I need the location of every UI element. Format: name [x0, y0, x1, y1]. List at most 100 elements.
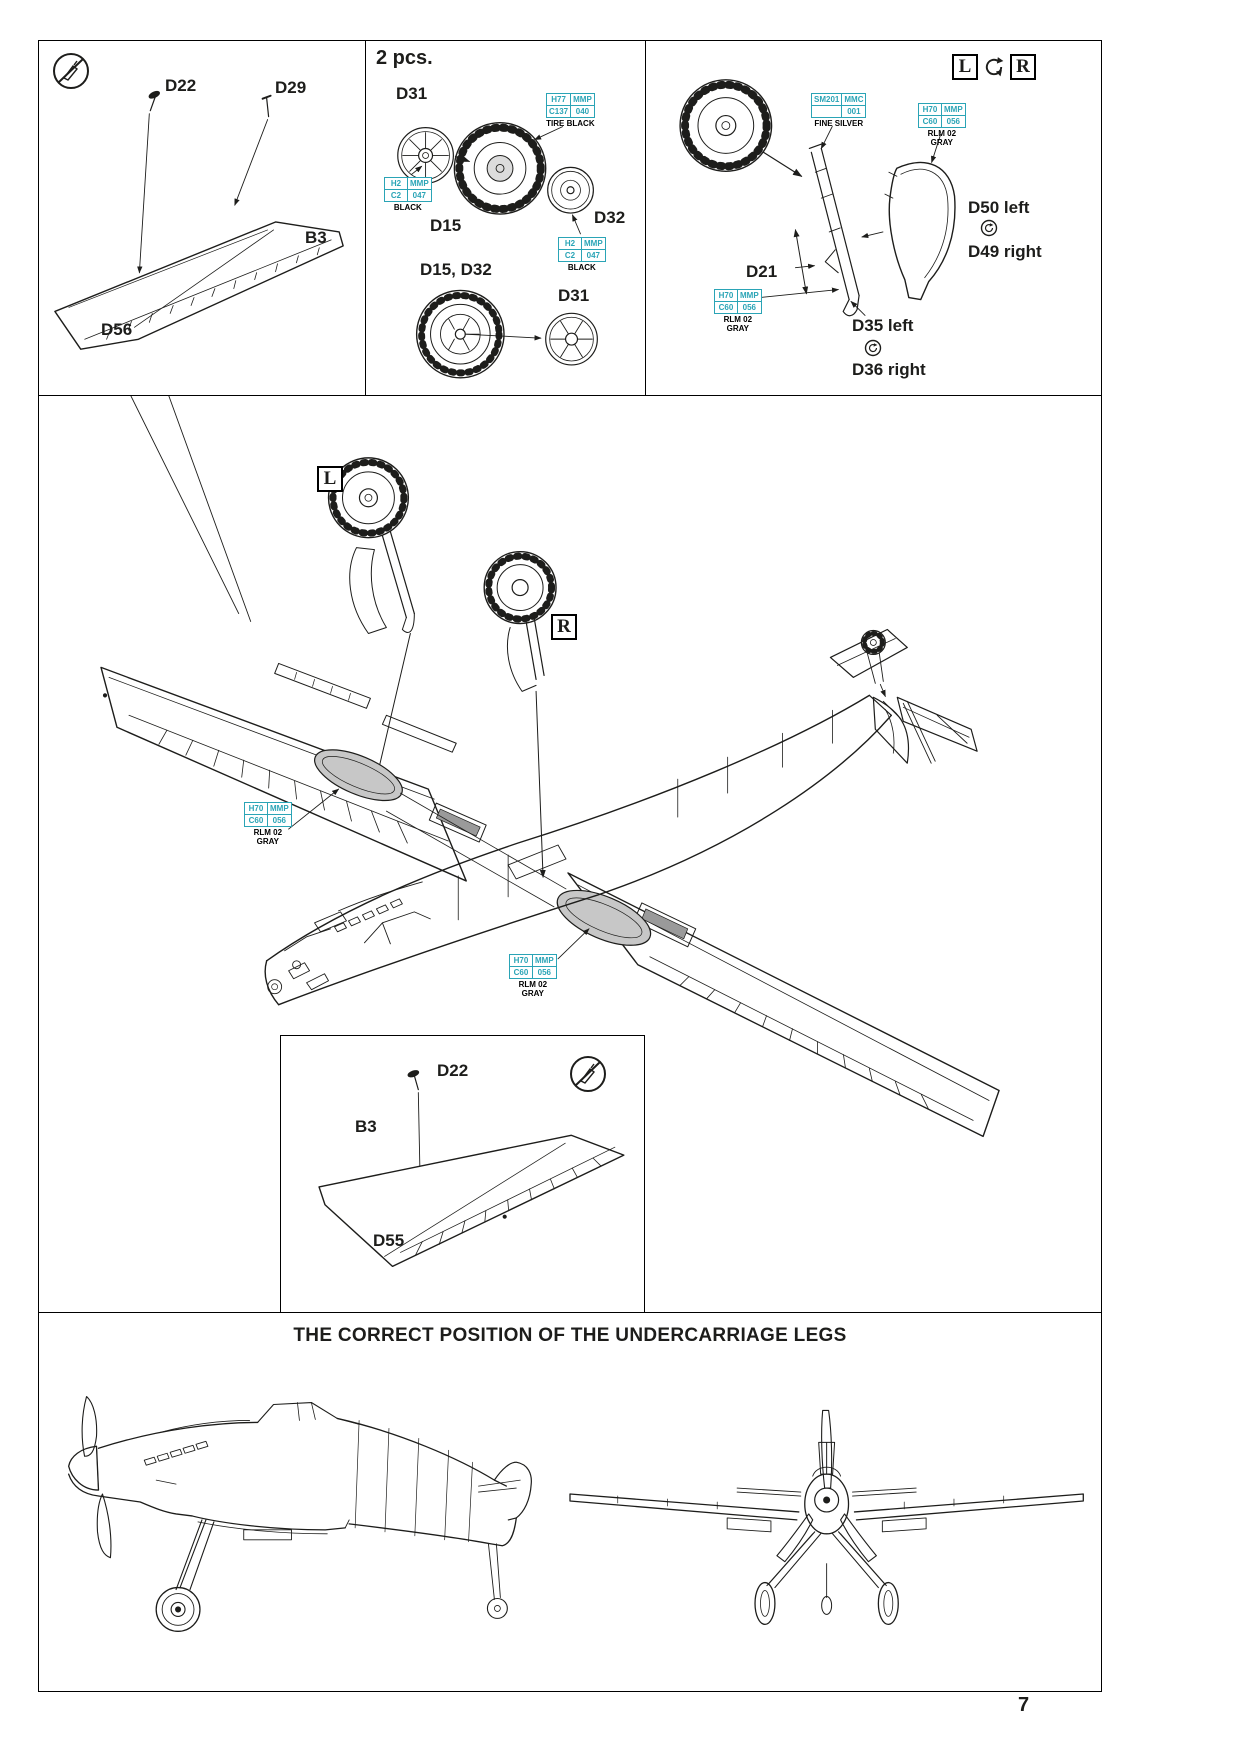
paint-code: H2 — [559, 238, 581, 249]
undercarriage-position-drawing — [68, 1396, 1084, 1632]
page-number: 7 — [1018, 1694, 1030, 1716]
rotate-icon — [980, 219, 998, 237]
paint-code: MMP — [408, 178, 431, 189]
paint-code: MMP — [738, 290, 761, 301]
part-label-d31: D31 — [396, 84, 428, 103]
no-glue-icon — [53, 53, 89, 89]
part-label-d35: D35 left — [852, 316, 914, 335]
section-caption: THE CORRECT POSITION OF THE UNDERCARRIAG… — [293, 1325, 847, 1346]
paint-code: 040 — [571, 106, 594, 117]
landing-gear-drawing — [679, 79, 956, 317]
paint-name: RLM 02 GRAY — [927, 129, 957, 147]
no-glue-icon — [570, 1056, 606, 1092]
part-label-d50: D50 left — [968, 198, 1030, 217]
part-label-d49: D49 right — [968, 242, 1042, 261]
paint-code: MMC — [842, 94, 866, 105]
paint-code: 056 — [738, 302, 761, 313]
paint-code: C2 — [385, 190, 407, 201]
paint-code: C60 — [715, 302, 737, 313]
paint-code: MMP — [942, 104, 965, 115]
paint-name: RLM 02 GRAY — [253, 828, 283, 846]
paint-code: H70 — [715, 290, 737, 301]
swap-rotate-icon — [985, 57, 1004, 77]
left-gear-assembly — [327, 457, 415, 785]
paint-name: BLACK — [393, 203, 422, 212]
paint-code: MMP — [268, 803, 291, 814]
paint-code: H2 — [385, 178, 407, 189]
paint-code: MMP — [571, 94, 594, 105]
left-right-versions-symbol: L R — [952, 54, 1036, 80]
paint-code: 047 — [582, 250, 605, 261]
tail-group — [829, 628, 978, 764]
panel-gear-step: L R D21 D50 left D49 right D35 left D36 … — [645, 40, 1102, 396]
quantity-label: 2 pcs. — [376, 47, 433, 69]
paint-code: H70 — [510, 955, 532, 966]
part-label-d15-d32: D15, D32 — [420, 260, 492, 279]
right-gear-box-label: R — [551, 614, 577, 640]
flap-inset-drawing — [318, 1070, 625, 1268]
paint-code: 001 — [842, 106, 866, 117]
paint-name: BLACK — [567, 263, 596, 272]
paint-code: H70 — [245, 803, 267, 814]
paint-code: C60 — [245, 815, 267, 826]
paint-code: MMP — [582, 238, 605, 249]
part-label-d21: D21 — [746, 262, 778, 281]
part-label-d55: D55 — [373, 1231, 405, 1250]
fuselage — [264, 694, 892, 1006]
part-label-b3: B3 — [355, 1117, 377, 1136]
wheel-parts-drawing — [397, 121, 598, 379]
part-label-d31b: D31 — [558, 286, 590, 305]
paint-code — [812, 106, 842, 117]
airframe-underside-drawing — [100, 396, 1000, 1138]
port-wing — [100, 666, 467, 882]
paint-code: C60 — [919, 116, 941, 127]
left-gear-box-label: L — [317, 466, 343, 492]
part-label-d56: D56 — [101, 320, 133, 339]
paint-code: 056 — [942, 116, 965, 127]
right-box: R — [1010, 54, 1036, 80]
part-label-d29: D29 — [275, 78, 307, 97]
paint-code: H70 — [919, 104, 941, 115]
paint-code: C137 — [547, 106, 571, 117]
paint-code: H77 — [547, 94, 571, 105]
left-box: L — [952, 54, 978, 80]
paint-code: 056 — [533, 967, 556, 978]
rotate-icon — [864, 339, 882, 357]
paint-code: 056 — [268, 815, 291, 826]
panel-flap-inset: D22 B3 D55 — [280, 1035, 645, 1313]
part-label-d15: D15 — [430, 216, 462, 235]
paint-code: C60 — [510, 967, 532, 978]
part-label-d22: D22 — [437, 1061, 469, 1080]
paint-code: C2 — [559, 250, 581, 261]
part-label-d36: D36 right — [852, 360, 926, 379]
right-gear-assembly — [483, 550, 557, 878]
part-label-d32: D32 — [594, 208, 626, 227]
front-view — [569, 1409, 1084, 1625]
part-label-d22: D22 — [165, 76, 197, 95]
paint-name: RLM 02 GRAY — [518, 980, 548, 998]
paint-name: RLM 02 GRAY — [723, 315, 753, 333]
paint-name: FINE SILVER — [814, 119, 864, 128]
side-view — [68, 1396, 532, 1632]
paint-name: TIRE BLACK — [546, 119, 595, 128]
paint-code: SM201 — [812, 94, 842, 105]
flap-assembly-drawing — [54, 90, 344, 350]
